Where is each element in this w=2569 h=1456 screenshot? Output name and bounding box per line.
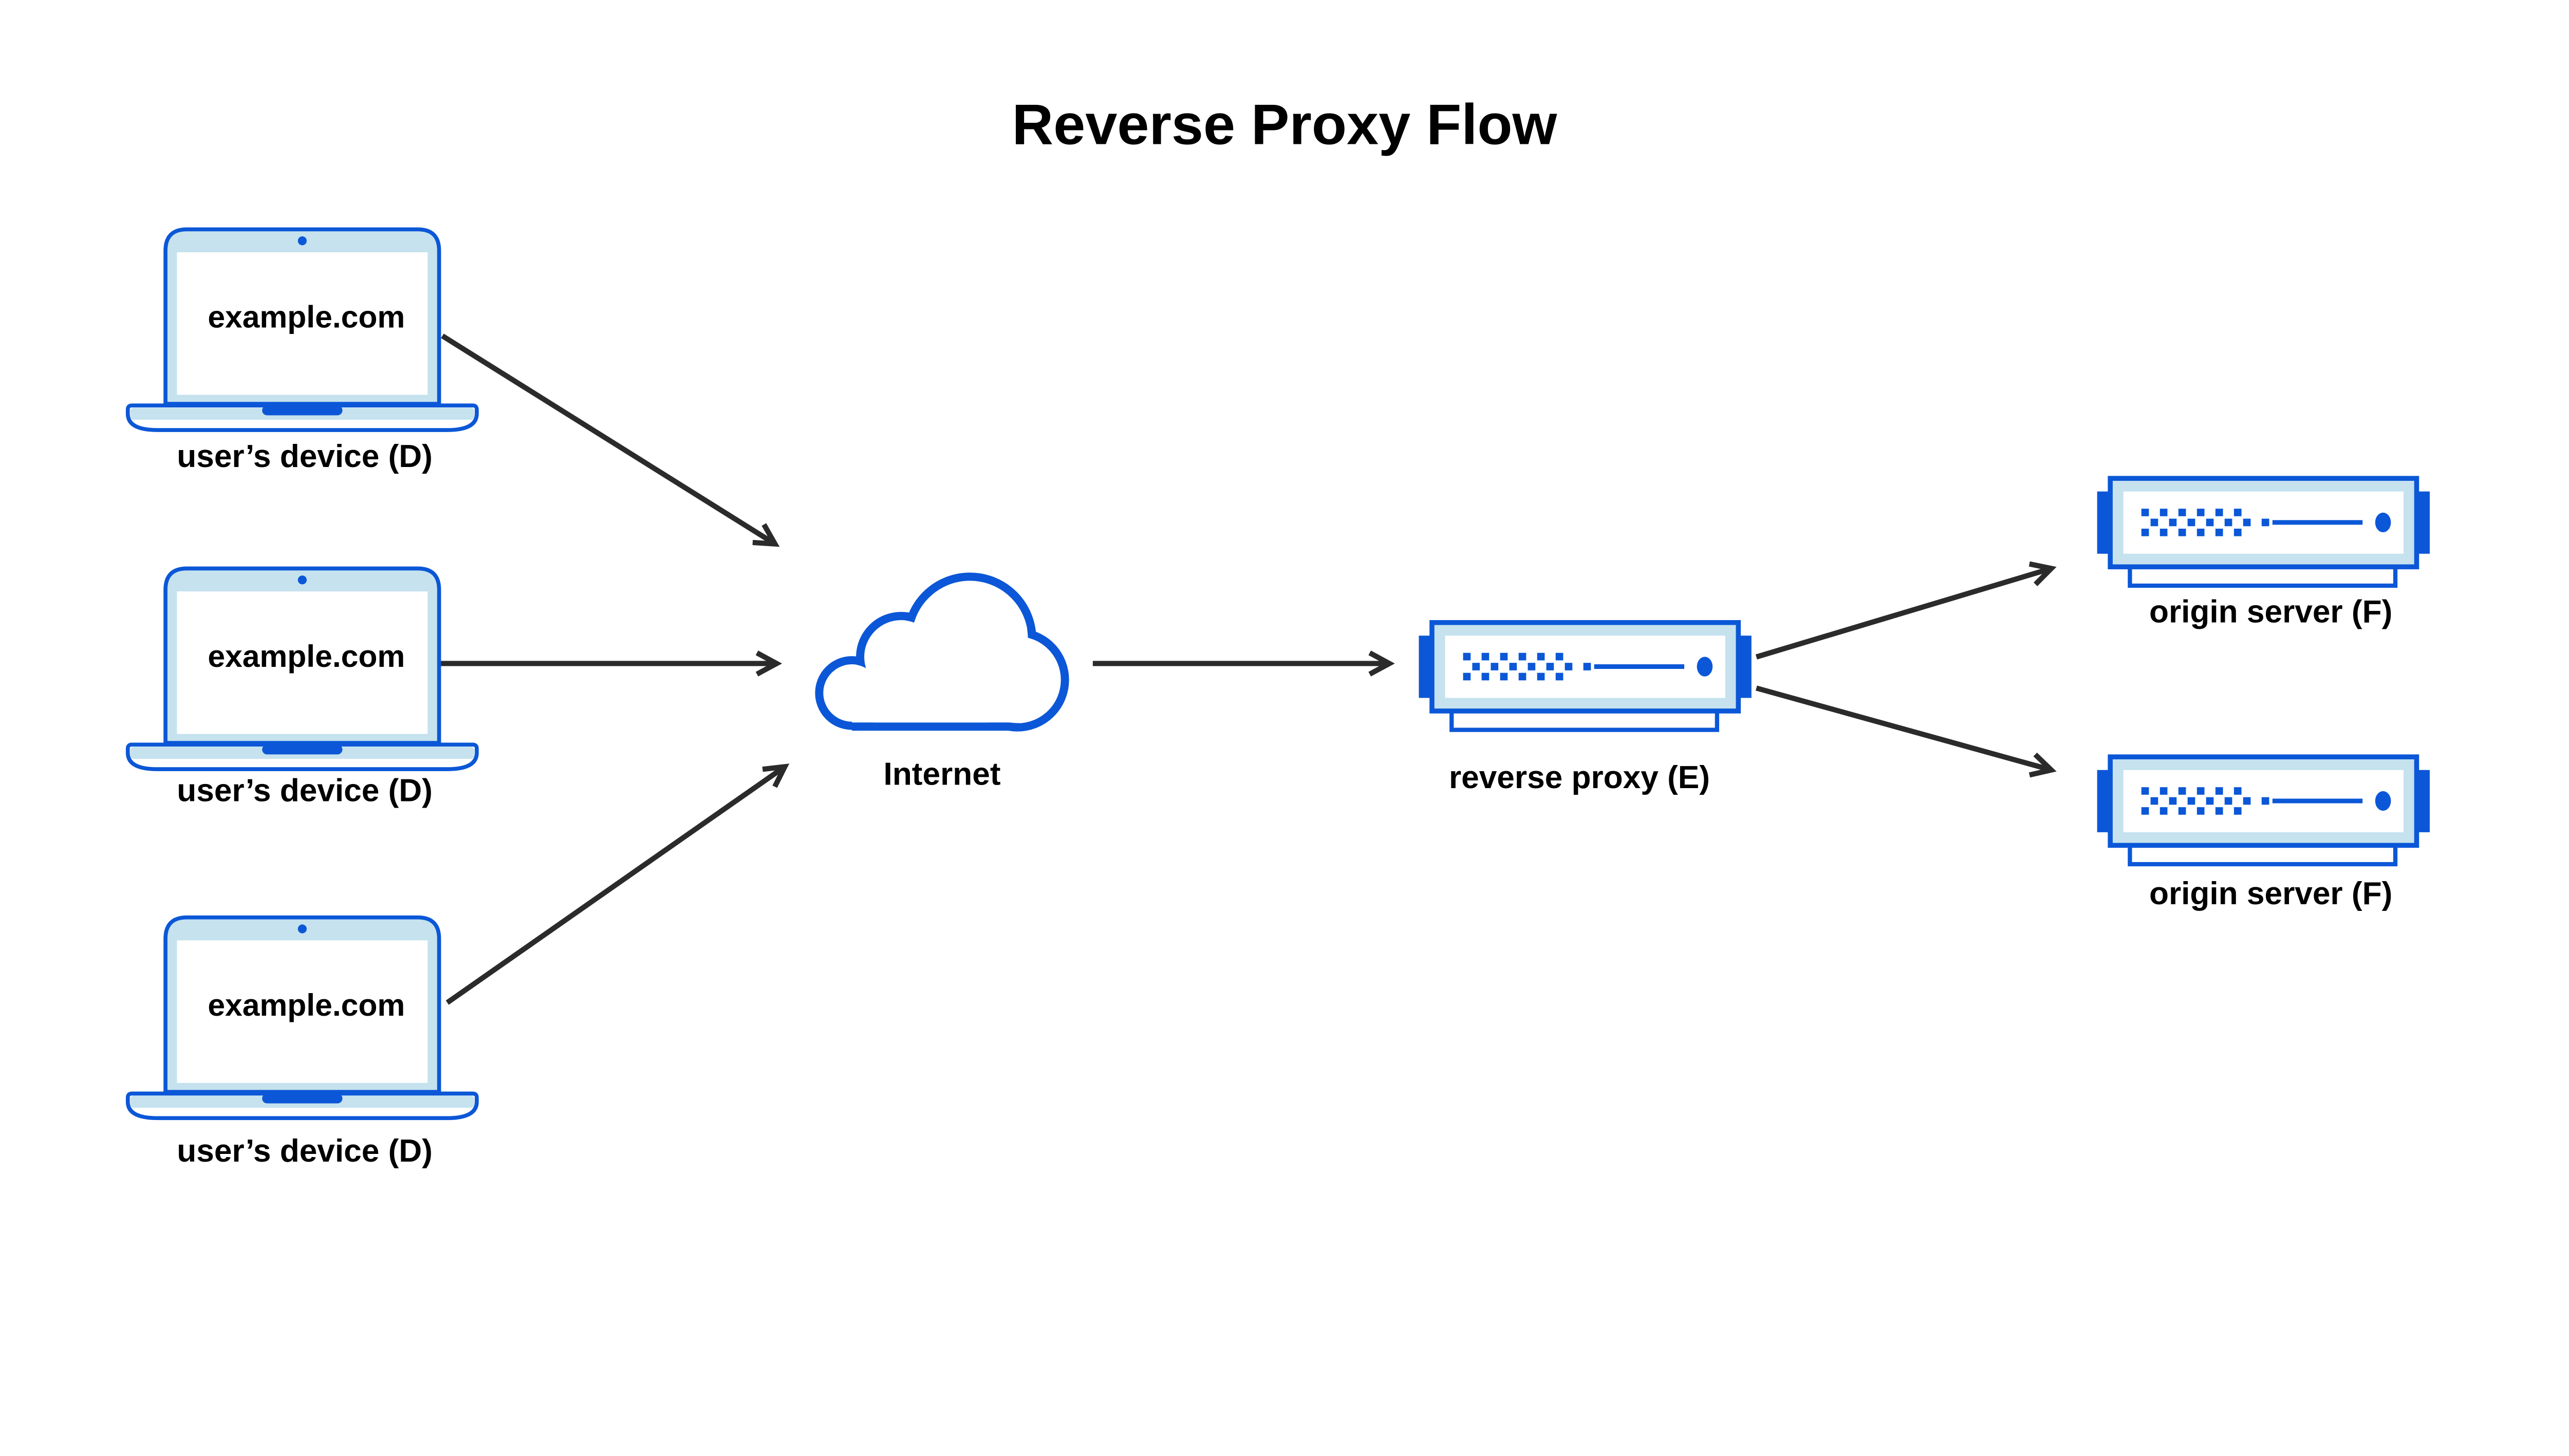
origin-server-node-2: origin server (F) (2097, 757, 2430, 911)
origin-server-caption: origin server (F) (2149, 876, 2392, 911)
device-screen-label: example.com (208, 300, 405, 334)
user-device-node-3: example.com user’s device (D) (128, 918, 477, 1169)
user-device-node-1: example.com user’s device (D) (128, 229, 477, 474)
diagram-canvas: Reverse Proxy Flow example.com user’s de… (125, 92, 2432, 1169)
flow-arrows (440, 333, 2057, 1005)
device-screen-label: example.com (208, 639, 405, 674)
server-icon (1419, 623, 1751, 730)
arrow-device1-to-internet (441, 333, 780, 547)
origin-server-node-1: origin server (F) (2097, 478, 2430, 630)
arrow-device3-to-internet (445, 763, 790, 1005)
internet-label: Internet (884, 756, 1001, 792)
cloud-icon (815, 572, 1069, 732)
user-device-node-2: example.com user’s device (D) (128, 569, 477, 808)
server-icon (2097, 757, 2430, 864)
server-icon (2097, 478, 2430, 586)
device-caption: user’s device (D) (177, 439, 433, 474)
internet-node: Internet (815, 572, 1069, 792)
arrow-proxy-to-origin2 (1756, 685, 2057, 778)
arrow-proxy-to-origin1 (1755, 561, 2057, 660)
device-screen-label: example.com (208, 987, 405, 1022)
page-title: Reverse Proxy Flow (1012, 92, 1558, 157)
reverse-proxy-node: reverse proxy (E) (1419, 623, 1751, 795)
device-caption: user’s device (D) (177, 1133, 433, 1169)
origin-server-caption: origin server (F) (2149, 594, 2392, 630)
device-caption: user’s device (D) (177, 773, 433, 808)
diagram-stage: Reverse Proxy Flow example.com user’s de… (125, 92, 2432, 1169)
reverse-proxy-caption: reverse proxy (E) (1449, 760, 1710, 795)
